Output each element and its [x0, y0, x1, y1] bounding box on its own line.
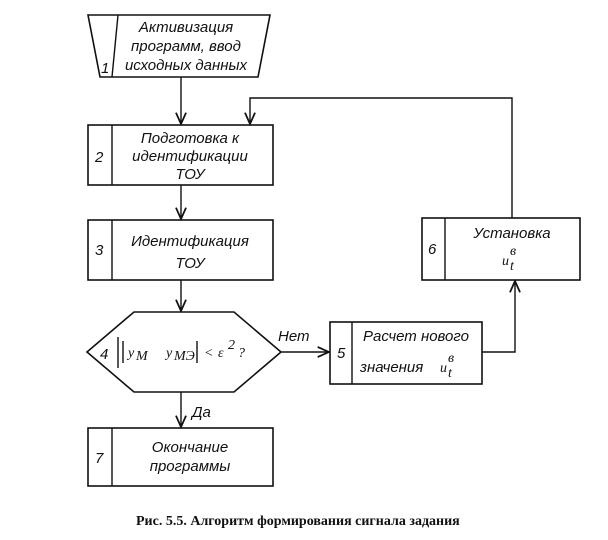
branch-label-yes: Да: [190, 404, 211, 421]
arrow-5-to-6: [482, 281, 515, 353]
block-4-epsilon: ε: [218, 346, 224, 361]
block-1-line-2: программ, ввод: [131, 38, 241, 55]
block-7-line-2: программы: [150, 458, 231, 475]
block-4-me-subscript: МЭ: [173, 349, 195, 364]
block-7-end: 7 Окончание программы: [87, 427, 274, 487]
block-1-line-1: Активизация: [138, 19, 233, 36]
block-6-process: 6 Установка u в t: [421, 217, 581, 281]
block-4-less-than: <: [204, 346, 213, 361]
block-4-question: ?: [238, 346, 245, 361]
block-4-y-me: y: [164, 346, 173, 361]
block-5-u: u: [440, 361, 447, 376]
block-5-u-superscript: в: [448, 351, 454, 366]
block-2-line-2: идентификации: [132, 148, 248, 165]
block-5-line-1: Расчет нового: [363, 328, 469, 345]
block-4-y-m: y: [126, 346, 135, 361]
block-4-squared: 2: [228, 338, 235, 353]
block-5-process: 5 Расчет нового значения u в t: [329, 321, 483, 385]
block-6-line-1: Установка: [472, 225, 550, 242]
block-5-number: 5: [337, 345, 346, 362]
block-6-u-subscript: t: [510, 259, 515, 274]
block-4-m-subscript: М: [135, 349, 149, 364]
block-6-number: 6: [428, 241, 437, 258]
block-7-line-1: Окончание: [152, 439, 228, 456]
block-3-line-1: Идентификация: [131, 233, 249, 250]
block-2-number: 2: [94, 149, 104, 166]
block-1-input: 1 Активизация программ, ввод исходных да…: [87, 14, 271, 78]
block-5-line-2: значения: [359, 359, 423, 376]
block-4-number: 4: [100, 346, 108, 363]
block-4-decision: 4 y М y МЭ < ε 2 ?: [85, 311, 283, 393]
connectors: [181, 77, 515, 427]
block-6-u-superscript: в: [510, 244, 516, 259]
block-1-number: 1: [101, 60, 109, 77]
block-7-number: 7: [95, 450, 104, 467]
block-3-process: 3 Идентификация ТОУ: [87, 219, 274, 281]
block-5-u-subscript: t: [448, 366, 453, 381]
block-2-line-3: ТОУ: [175, 166, 205, 183]
block-6-u: u: [502, 254, 509, 269]
block-3-line-2: ТОУ: [175, 255, 205, 272]
block-1-line-3: исходных данных: [125, 57, 248, 74]
block-3-number: 3: [95, 242, 104, 259]
arrow-6-to-2: [250, 97, 513, 218]
block-2-line-1: Подготовка к: [141, 130, 240, 147]
figure-caption: Рис. 5.5. Алгоритм формирования сигнала …: [136, 514, 460, 529]
branch-label-no: Нет: [278, 328, 310, 345]
block-2-process: 2 Подготовка к идентификации ТОУ: [87, 124, 274, 186]
